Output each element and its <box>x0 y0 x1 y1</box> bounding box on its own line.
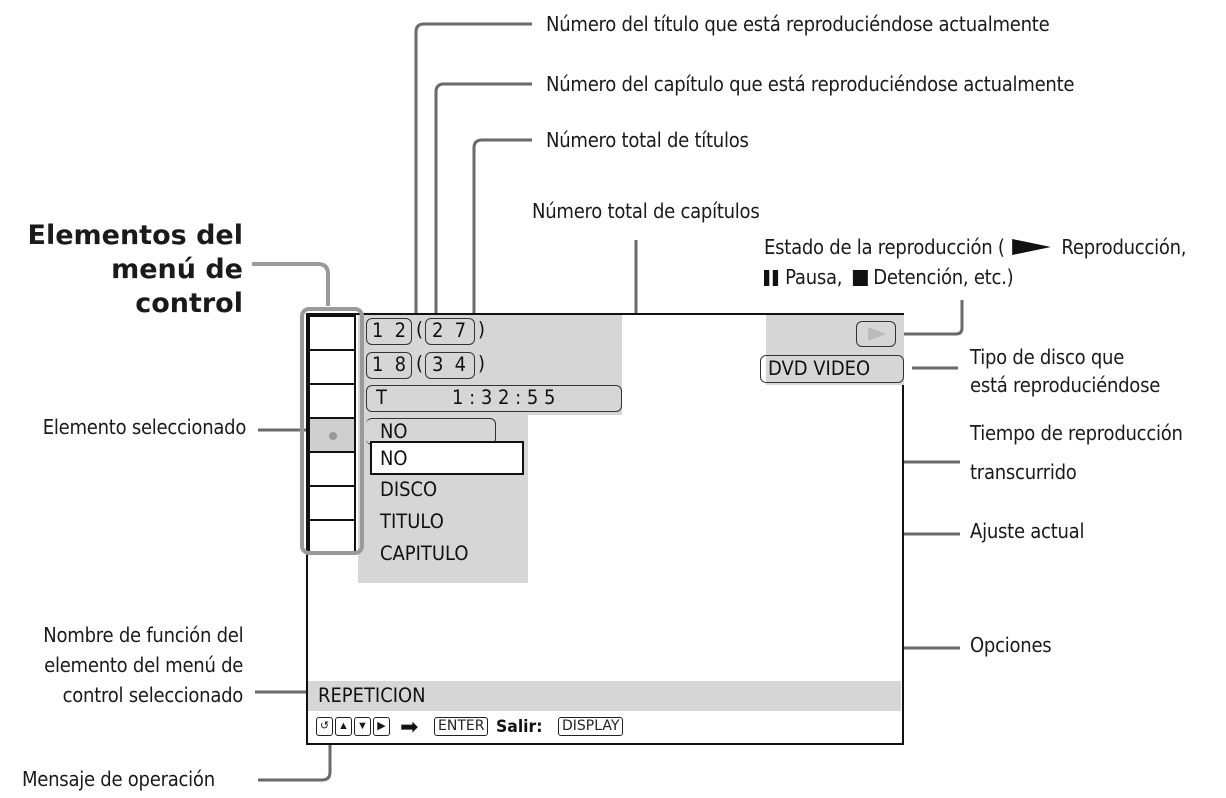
current-setting: NO <box>380 420 408 443</box>
selected-dot <box>329 432 337 440</box>
label-total-titulos: Número total de títulos <box>546 128 749 152</box>
label-detencion: Detención, etc.) <box>873 265 1014 289</box>
leader-total-titulos <box>472 138 532 322</box>
label-tipo-disco-1: Tipo de disco que <box>970 345 1125 369</box>
label-opciones: Opciones <box>970 633 1052 657</box>
time-prefix: T <box>376 386 387 409</box>
salir-label: Salir: <box>496 717 543 737</box>
label-estado-text: Estado de la reproducción ( <box>764 235 1005 259</box>
title-total: 2 7 <box>432 319 469 342</box>
label-ajuste: Ajuste actual <box>970 519 1085 543</box>
up-arrow-icon[interactable]: ▲ <box>335 717 352 736</box>
leader-titulo <box>414 22 532 322</box>
enter-button[interactable]: ENTER <box>434 717 489 736</box>
option-titulo[interactable]: TITULO <box>380 510 444 533</box>
leader-estado <box>900 300 964 336</box>
option-disco[interactable]: DISCO <box>380 478 438 501</box>
play-status-icon <box>868 327 886 341</box>
chapter-number-box <box>366 352 412 379</box>
play-icon <box>1011 239 1051 255</box>
pause-icon <box>764 270 770 286</box>
right-arrow-icon[interactable]: ▶ <box>373 717 390 736</box>
label-nombre-func-3: control seleccionado <box>62 683 244 707</box>
chapter-total: 3 4 <box>432 353 469 376</box>
menu-column-bracket <box>300 307 364 555</box>
label-estado: Estado de la reproducción ( Reproducción… <box>764 234 1187 260</box>
function-bar <box>308 681 901 711</box>
title-total-box <box>425 318 475 345</box>
title-number-box <box>366 318 412 345</box>
disc-type-box <box>760 355 904 383</box>
label-tipo-disco-2: está reproduciéndose <box>970 373 1161 397</box>
status-icon-box <box>856 321 896 347</box>
title-total-paren-open: ( <box>416 318 424 341</box>
down-arrow-icon[interactable]: ▼ <box>354 717 371 736</box>
option-highlight[interactable] <box>370 441 524 475</box>
elapsed-time: 1 : 3 2 : 5 5 <box>452 386 556 409</box>
label-nombre-func-2: elemento del menú de <box>43 653 243 677</box>
heading: Elementos del menú de control <box>0 219 244 321</box>
chapter-total-paren-open: ( <box>416 352 424 375</box>
control-menu-screen: 1 2 ( 2 7 ) 1 8 ( 3 4 ) T 1 : 3 2 : 5 5 … <box>300 307 904 745</box>
chapter-total-paren-close: ) <box>478 352 486 375</box>
label-pausa: Pausa, <box>785 265 843 289</box>
title-number: 1 2 <box>372 319 409 342</box>
pause-icon-bar2 <box>772 270 779 286</box>
display-button[interactable]: DISPLAY <box>558 717 624 736</box>
menu-item-1[interactable] <box>308 315 356 351</box>
return-icon[interactable]: ↺ <box>316 717 333 736</box>
chapter-total-box <box>425 352 475 379</box>
label-elemento-sel: Elemento seleccionado <box>42 415 247 439</box>
label-tiempo-2: transcurrido <box>970 460 1077 484</box>
label-titulo-actual: Número del título que está reproduciéndo… <box>546 12 1050 36</box>
status-shade <box>766 315 904 385</box>
time-box <box>366 385 622 412</box>
option-capitulo[interactable]: CAPITULO <box>380 542 469 565</box>
label-mensaje: Mensaje de operación <box>22 767 215 791</box>
option-no[interactable]: NO <box>380 447 408 470</box>
menu-item-2[interactable] <box>308 349 356 385</box>
label-estado-2: Pausa, Detención, etc.) <box>764 264 1014 290</box>
label-tiempo-1: Tiempo de reproducción <box>970 421 1183 445</box>
heading-bracket <box>252 262 330 306</box>
info-shade <box>358 315 622 415</box>
label-capitulo-actual: Número del capítulo que está reproducién… <box>546 72 1075 96</box>
menu-item-3[interactable] <box>308 383 356 419</box>
chapter-number: 1 8 <box>372 353 409 376</box>
label-nombre-func-1: Nombre de función del <box>42 623 243 647</box>
label-estado-reproduccion: Reproducción, <box>1061 235 1187 259</box>
label-total-capitulos: Número total de capítulos <box>532 199 760 223</box>
leader-mensaje <box>258 738 332 782</box>
stop-icon <box>853 270 869 286</box>
arrow-right-icon: ➡ <box>400 714 419 739</box>
heading-line2: menú de control <box>111 254 243 319</box>
disc-type: DVD VIDEO <box>768 357 871 380</box>
heading-line1: Elementos del <box>27 220 244 251</box>
function-name: REPETICION <box>318 684 426 707</box>
leader-capitulo <box>434 82 532 322</box>
title-total-paren-close: ) <box>478 318 486 341</box>
